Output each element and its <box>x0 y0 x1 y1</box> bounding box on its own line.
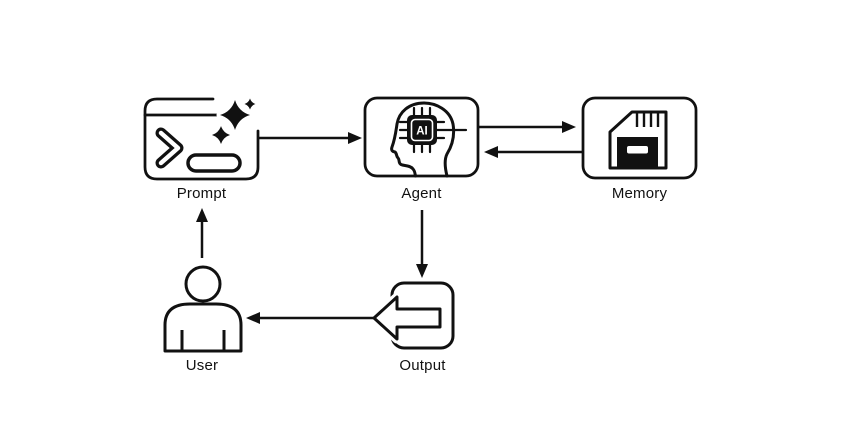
prompt-node <box>143 96 260 181</box>
arrow-prompt-to-agent <box>258 132 362 144</box>
memory-node <box>581 96 698 180</box>
arrow-agent-to-memory <box>478 121 576 133</box>
output-label: Output <box>399 357 446 374</box>
card-pins <box>635 113 660 127</box>
arrow-user-to-prompt <box>196 208 208 258</box>
memory-label: Memory <box>611 185 668 202</box>
prompt-label: Prompt <box>176 185 227 202</box>
head-ai-chip-icon: AI <box>390 101 468 178</box>
chip-pins <box>398 106 468 154</box>
user-label: User <box>185 357 219 374</box>
card-slot <box>627 146 648 154</box>
terminal-icon <box>155 127 242 173</box>
sd-card-icon <box>608 110 668 170</box>
ai-chip-label: AI <box>416 126 428 138</box>
arrow-agent-to-output <box>416 210 428 278</box>
sparkles-icon <box>209 96 258 147</box>
user-icon <box>163 265 243 353</box>
output-node <box>246 281 455 350</box>
export-arrow-icon <box>372 295 442 341</box>
agent-label: Agent <box>401 185 442 202</box>
arrow-output-to-user <box>246 312 376 324</box>
arrow-memory-to-agent <box>484 146 583 158</box>
ai-chip <box>407 115 437 145</box>
agent-node: AI <box>363 96 480 178</box>
